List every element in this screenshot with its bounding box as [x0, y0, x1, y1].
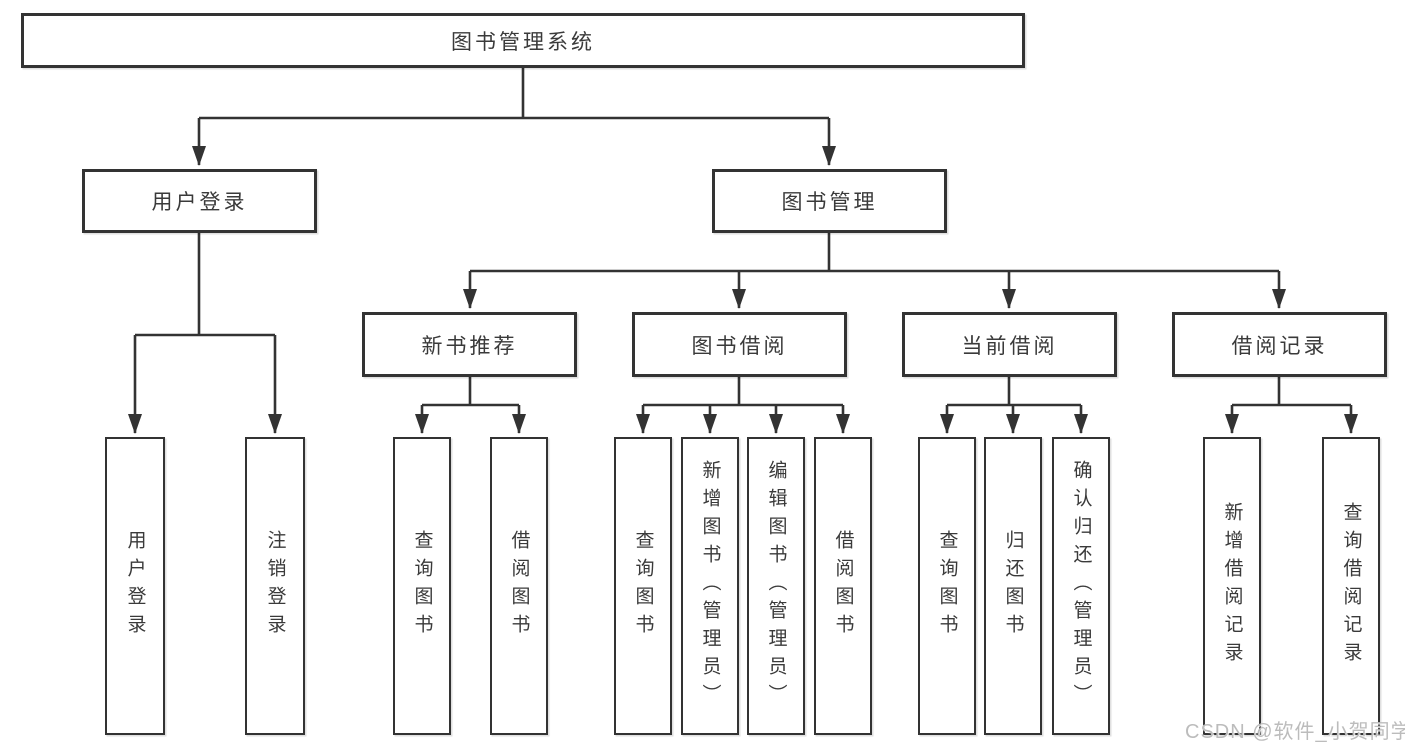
node-label: 注销登录 — [264, 530, 286, 642]
leaf-borrowing-borrow-book: 借阅图书 — [814, 437, 872, 735]
leaf-borrowing-query-book: 查询图书 — [614, 437, 672, 735]
node-label: 查询借阅记录 — [1340, 502, 1362, 670]
leaf-newbook-query-book: 查询图书 — [393, 437, 451, 735]
node-label: 借阅记录 — [1231, 334, 1328, 358]
leaf-current-return-book: 归还图书 — [984, 437, 1042, 735]
node-label: 查询图书 — [936, 530, 958, 642]
node-label: 当前借阅 — [961, 334, 1058, 358]
node-label: 图书管理 — [781, 191, 878, 214]
leaf-borrowing-edit-book-admin: 编辑图书（管理员） — [747, 437, 805, 735]
leaf-records-query-record: 查询借阅记录 — [1322, 437, 1380, 735]
node-book-borrowing: 图书借阅 — [632, 312, 847, 377]
node-label: 新增图书（管理员） — [699, 460, 721, 712]
node-label: 新书推荐 — [421, 334, 518, 358]
connector-rails — [135, 68, 1351, 407]
leaf-borrowing-add-book-admin: 新增图书（管理员） — [681, 437, 739, 735]
node-label: 图书借阅 — [691, 334, 788, 358]
node-label: 新增借阅记录 — [1221, 502, 1243, 670]
node-label: 编辑图书（管理员） — [765, 460, 787, 712]
node-label: 用户登录 — [124, 530, 146, 642]
node-label: 用户登录 — [151, 191, 248, 214]
node-user-login-branch: 用户登录 — [82, 169, 317, 233]
connector-arrows — [128, 118, 1358, 434]
node-label: 查询图书 — [632, 530, 654, 642]
leaf-user-login: 用户登录 — [105, 437, 165, 735]
node-book-management: 图书管理 — [712, 169, 947, 233]
node-label: 归还图书 — [1002, 530, 1024, 642]
leaf-logout: 注销登录 — [245, 437, 305, 735]
leaf-current-query-book: 查询图书 — [918, 437, 976, 735]
leaf-records-add-record: 新增借阅记录 — [1203, 437, 1261, 735]
node-label: 确认归还（管理员） — [1070, 460, 1092, 712]
csdn-watermark: CSDN @软件_小贺同学 — [1185, 721, 1405, 743]
leaf-current-confirm-return-admin: 确认归还（管理员） — [1052, 437, 1110, 735]
node-borrow-records: 借阅记录 — [1172, 312, 1387, 377]
leaf-newbook-borrow-book: 借阅图书 — [490, 437, 548, 735]
node-label: 借阅图书 — [508, 530, 530, 642]
node-root-system: 图书管理系统 — [21, 13, 1025, 68]
node-new-book-recommend: 新书推荐 — [362, 312, 577, 377]
node-label: 借阅图书 — [832, 530, 854, 642]
node-current-borrowing: 当前借阅 — [902, 312, 1117, 377]
node-label: 查询图书 — [411, 530, 433, 642]
node-label: 图书管理系统 — [451, 30, 595, 54]
